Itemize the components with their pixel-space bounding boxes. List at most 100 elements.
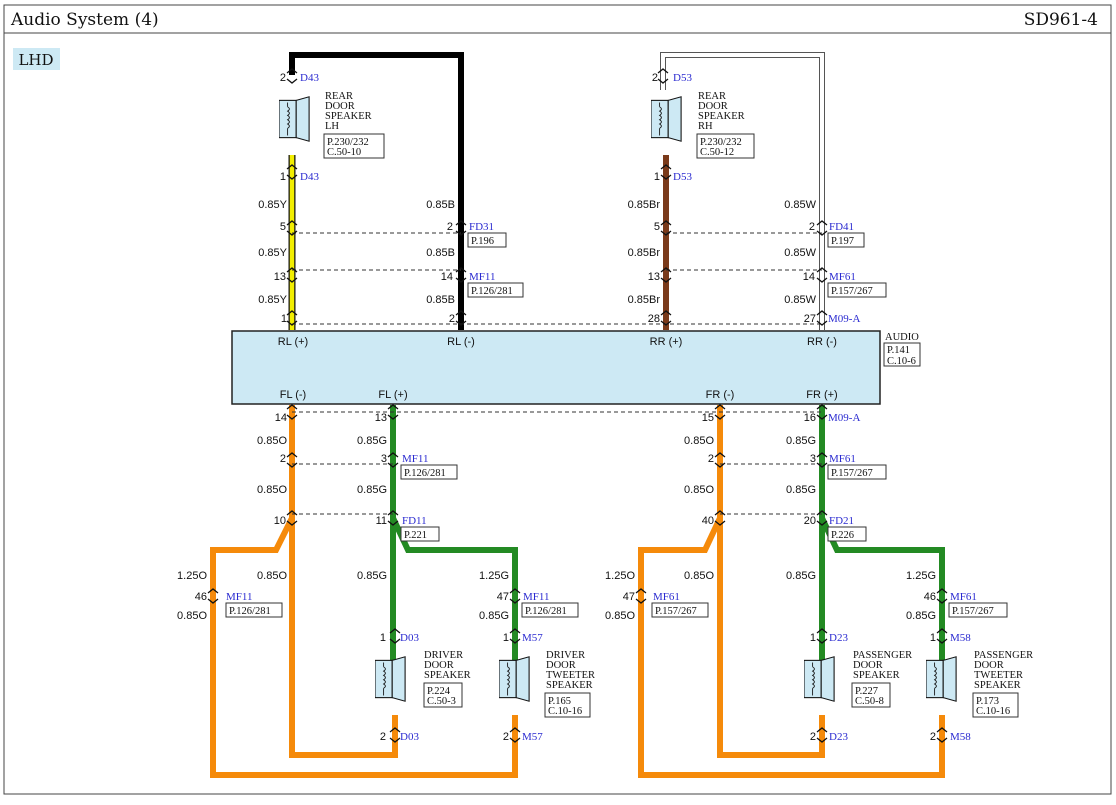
mf61-low-right-ref: P.157/267 xyxy=(952,606,994,617)
fd21-name: FD21 xyxy=(829,515,854,527)
connector-chevron xyxy=(816,310,828,326)
mf11-low-right-pin: 47 xyxy=(497,591,509,603)
mf61-mid-ref: P.157/267 xyxy=(831,468,873,479)
terminal-fr-plus: FR (+) xyxy=(806,389,837,401)
speaker-rear-lh-line-2: DOOR xyxy=(325,101,355,112)
mf11-low-left-pin: 46 xyxy=(195,591,207,603)
wire-label-orange-r-2: 0.85O xyxy=(684,484,714,496)
mf11-low-right-name: MF11 xyxy=(523,591,550,603)
wire-label-yellow-2: 0.85Y xyxy=(258,247,287,259)
pin-fr-minus: 15 xyxy=(702,412,714,424)
wire-orange-right-passenger xyxy=(717,518,825,758)
wire-label-green-r-3: 0.85G xyxy=(786,570,816,582)
connector-chevron xyxy=(635,588,647,604)
connector-chevron xyxy=(660,164,672,180)
connector-m09a-bottom: M09-A xyxy=(828,412,860,424)
connector-chevron xyxy=(509,628,521,644)
speaker-passenger-tweeter-pin-bottom: 2 xyxy=(930,731,936,743)
speaker-rear-lh-line-4: LH xyxy=(325,121,339,132)
wire-label-black-1: 0.85B xyxy=(426,199,455,211)
connector-chevron xyxy=(286,310,298,326)
pin-fr-plus: 16 xyxy=(804,412,816,424)
mf61-top-name: MF61 xyxy=(829,271,856,283)
wire-orange-left-tweeter xyxy=(210,405,518,778)
connector-chevron xyxy=(660,267,672,283)
speaker-passenger-ref-conn: C.50-8 xyxy=(855,696,884,707)
terminal-fl-plus: FL (+) xyxy=(378,389,407,401)
speaker-passenger-ref-page: P.227 xyxy=(855,686,878,697)
audio-label: AUDIO xyxy=(885,332,919,343)
wire-black xyxy=(289,52,464,330)
wire-green-left-tweeter xyxy=(390,405,518,660)
fd41-pin-left: 5 xyxy=(654,221,660,233)
wire-label-orange-r-4: 0.85O xyxy=(605,610,635,622)
wire-label-green-l-thick: 1.25G xyxy=(479,570,509,582)
speaker-rear-rh: REAR DOOR SPEAKER RH P.230/232 C.50-12 2… xyxy=(651,72,755,183)
speaker-driver-tweeter-pin-top: 1 xyxy=(503,632,509,644)
terminal-rr-plus: RR (+) xyxy=(650,336,683,348)
connector-chevron xyxy=(816,727,828,743)
speaker-passenger-conn-bottom: D23 xyxy=(829,731,848,743)
fd21-ref-box xyxy=(827,526,867,542)
connector-chevron xyxy=(389,727,401,743)
mf61-top-ref: P.157/267 xyxy=(831,286,873,297)
connector-chevron xyxy=(455,220,467,236)
pin-fl-plus: 13 xyxy=(375,412,387,424)
fd41-name: FD41 xyxy=(829,221,854,233)
connector-chevron xyxy=(657,68,669,84)
mf61-top-ref-box xyxy=(827,282,887,298)
speaker-passenger-tweeter-ref-box xyxy=(972,692,1019,718)
fd31-ref: P.196 xyxy=(471,236,494,247)
speaker-rear-rh-pin-bottom: 1 xyxy=(654,171,660,183)
mf61-low-right-pin: 46 xyxy=(924,591,936,603)
connector-chevron xyxy=(286,68,298,84)
connector-chevron xyxy=(387,404,399,420)
speaker-passenger: PASSENGER DOOR SPEAKER P.227 C.50-8 1 D2… xyxy=(804,632,912,743)
speaker-rear-lh-ref-box xyxy=(323,133,385,159)
wire-label-orange-l-3: 0.85O xyxy=(257,570,287,582)
connector-chevron xyxy=(816,220,828,236)
speaker-passenger-tweeter-line-3: TWEETER xyxy=(974,670,1023,681)
speaker-passenger-line-3: SPEAKER xyxy=(853,670,900,681)
speaker-passenger-tweeter: PASSENGER DOOR TWEETER SPEAKER P.173 C.1… xyxy=(926,632,1033,743)
fd21-pin-right: 20 xyxy=(804,515,816,527)
mf61-mid-pin-right: 3 xyxy=(810,453,816,465)
fd31-pin-left: 5 xyxy=(280,221,286,233)
wire-label-green-l-3: 0.85G xyxy=(357,570,387,582)
speaker-passenger-tweeter-line-2: DOOR xyxy=(974,660,1004,671)
wire-label-green-l-4: 0.85G xyxy=(479,610,509,622)
mf61-low-right-ref-box xyxy=(948,602,1008,618)
mf61-low-right-name: MF61 xyxy=(950,591,977,603)
wire-green-right-tweeter xyxy=(819,405,945,660)
speaker-rear-lh: REAR DOOR SPEAKER LH P.230/232 C.50-10 2… xyxy=(279,72,385,183)
speaker-driver-line-3: SPEAKER xyxy=(424,670,471,681)
connector-chevron xyxy=(455,267,467,283)
mf61-low-left-name: MF61 xyxy=(653,591,680,603)
speaker-rear-rh-conn-top: D53 xyxy=(673,72,692,84)
terminal-fl-minus: FL (-) xyxy=(280,389,306,401)
wire-label-green-l-1: 0.85G xyxy=(357,435,387,447)
page-frame xyxy=(3,4,1112,795)
connector-chevron xyxy=(936,628,948,644)
mf61-mid-ref-box xyxy=(827,464,887,480)
speaker-driver-tweeter-line-3: TWEETER xyxy=(546,670,595,681)
mf11-mid-ref-box xyxy=(400,464,458,480)
mf61-mid-pin-left: 2 xyxy=(708,453,714,465)
wire-label-brown-3: 0.85Br xyxy=(628,294,661,306)
wire-label-green-r-thick: 1.25G xyxy=(906,570,936,582)
fd11-pin-right: 11 xyxy=(376,515,387,527)
mf11-mid-pin-right: 3 xyxy=(381,453,387,465)
speaker-driver-tweeter-conn-bottom: M57 xyxy=(522,731,543,743)
wire-label-orange-l-4: 0.85O xyxy=(177,610,207,622)
lhd-badge xyxy=(13,48,60,70)
wire-label-brown-2: 0.85Br xyxy=(628,247,661,259)
terminal-fr-minus: FR (-) xyxy=(706,389,735,401)
speaker-driver-tweeter-ref-conn: C.10-16 xyxy=(548,706,582,717)
wire-label-green-r-1: 0.85G xyxy=(786,435,816,447)
speaker-passenger-tweeter-line-4: SPEAKER xyxy=(974,680,1021,691)
mf11-low-left-name: MF11 xyxy=(226,591,253,603)
speaker-passenger-conn-top: D23 xyxy=(829,632,848,644)
wire-label-orange-l-thick: 1.25O xyxy=(177,570,207,582)
speaker-passenger-line-2: DOOR xyxy=(853,660,883,671)
connector-chevron xyxy=(286,452,298,468)
